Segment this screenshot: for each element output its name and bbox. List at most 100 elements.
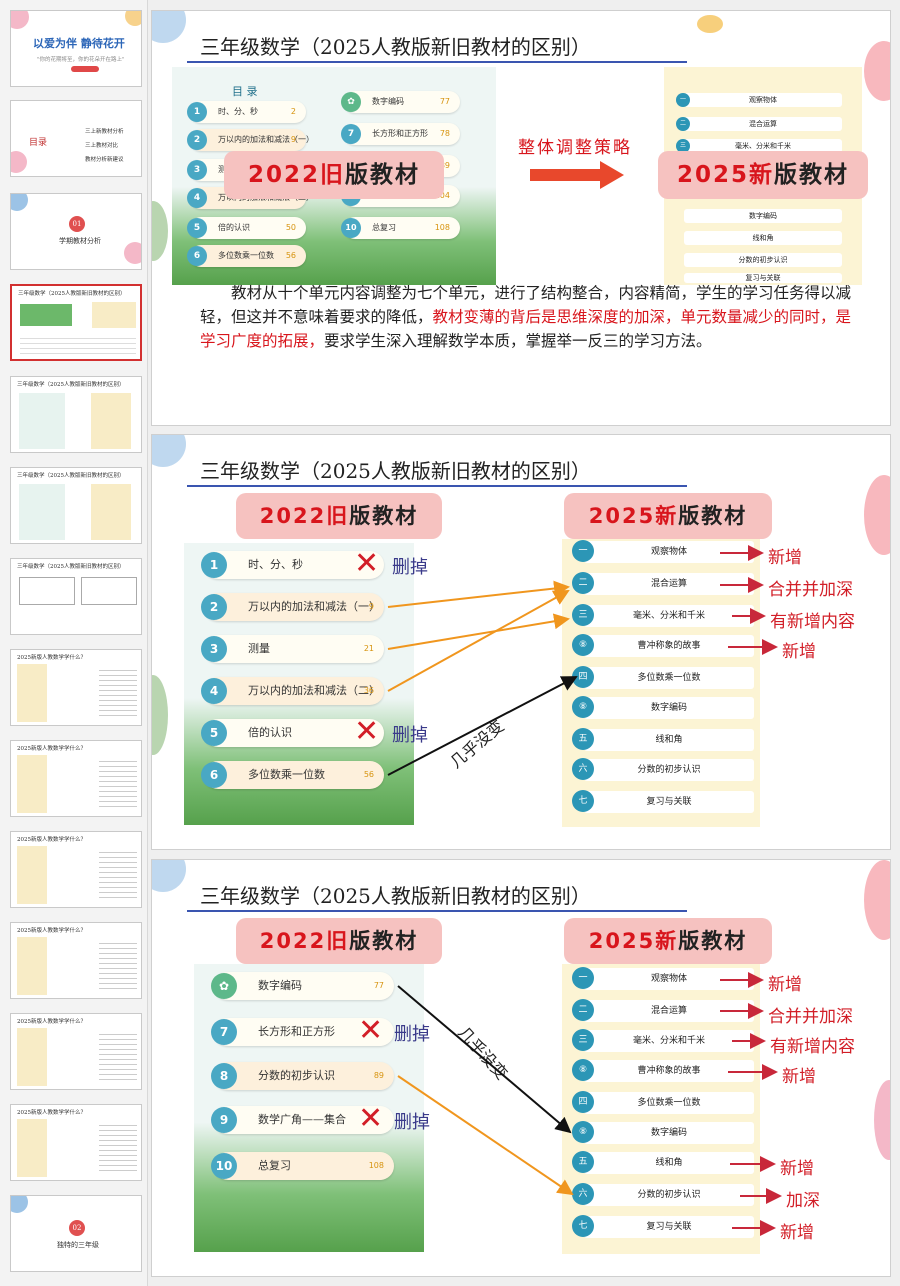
thumb-badge: 02 bbox=[69, 1220, 85, 1236]
thumbnail-5[interactable]: 三年级数学（2025人教版新旧教材的区别） bbox=[10, 376, 142, 453]
delete-label: 删掉 bbox=[394, 1024, 430, 1045]
thumb-title: 2025新版人教数学学什么？ bbox=[17, 928, 86, 934]
thumbnail-13[interactable]: 2025新版人教数学学什么？ bbox=[10, 1104, 142, 1181]
toc-heading: 目 录 bbox=[232, 85, 258, 98]
slide-title: 三年级数学（2025人教版新旧教材的区别） bbox=[200, 35, 591, 59]
thumb-badge-shape bbox=[71, 66, 99, 72]
thumbnail-10[interactable]: 2025新版人教数学学什么？ bbox=[10, 831, 142, 908]
thumb-text-lines bbox=[99, 939, 137, 991]
thumb-item: 三上教材对比 bbox=[85, 143, 119, 149]
new-item: 六分数的初步认识 bbox=[572, 758, 754, 781]
thumbnail-9[interactable]: 2025新版人教数学学什么？ bbox=[10, 740, 142, 817]
annotation-content-added: 有新增内容 bbox=[770, 1037, 855, 1057]
thumb-title: 2025新版人教数学学什么？ bbox=[17, 1019, 86, 1025]
thumb-subtitle: "你的花期将至，你的花朵开在路上" bbox=[37, 57, 125, 63]
mapping-arrows bbox=[387, 545, 778, 776]
thumb-title: 2025新版人教数学学什么？ bbox=[17, 1110, 86, 1116]
thumb-title: 三年级数学（2025人教版新旧教材的区别） bbox=[17, 564, 125, 570]
strategy-label: 整体调整策略 bbox=[518, 138, 632, 158]
annotation-merged: 合并并加深 bbox=[768, 1007, 853, 1027]
thumb-text-lines bbox=[99, 848, 137, 900]
thumbnail-1[interactable]: 以爱为伴 静待花开 "你的花期将至，你的花朵开在路上" bbox=[10, 10, 142, 87]
thumb-item: 教材分析新建议 bbox=[85, 157, 124, 163]
title-underline bbox=[187, 910, 687, 912]
thumb-title: 以爱为伴 静待花开 bbox=[33, 37, 125, 50]
title-underline bbox=[187, 61, 687, 63]
slide-3: 三年级数学（2025人教版新旧教材的区别） 2022旧版教材 2025新版教材 … bbox=[151, 859, 891, 1277]
thumb-title: 三年级数学（2025人教版新旧教材的区别） bbox=[17, 382, 125, 388]
strategy-arrow bbox=[530, 161, 624, 189]
thumb-graphic bbox=[91, 484, 131, 540]
thumb-item: 三上新教材分析 bbox=[85, 129, 124, 135]
title-underline bbox=[187, 485, 687, 487]
slide-2: 三年级数学（2025人教版新旧教材的区别） 2022旧版教材 2025新版教材 … bbox=[151, 434, 891, 850]
new-toc-item: 分数的初步认识 bbox=[684, 253, 842, 267]
new-item: 一观察物体 bbox=[572, 540, 754, 563]
thumb-text-lines bbox=[20, 334, 136, 354]
new-toc-item: 三毫米、分米和千米 bbox=[676, 139, 842, 153]
thumbnail-12[interactable]: 2025新版人教数学学什么？ bbox=[10, 1013, 142, 1090]
thumbnail-14[interactable]: 02 独特的三年级 bbox=[10, 1195, 142, 1272]
old-textbook-banner: 2022旧版教材 bbox=[224, 151, 444, 199]
new-item: 三毫米、分米和千米 bbox=[572, 604, 754, 627]
thumbnail-8[interactable]: 2025新版人教数学学什么？ bbox=[10, 649, 142, 726]
annotation-new: 新增 bbox=[768, 975, 802, 995]
new-item: 五线和角 bbox=[572, 1151, 754, 1174]
new-item: 一观察物体 bbox=[572, 967, 754, 990]
thumbnail-4-selected[interactable]: 三年级数学（2025人教版新旧教材的区别） bbox=[10, 284, 142, 361]
thumb-title: 2025新版人教数学学什么？ bbox=[17, 837, 86, 843]
thumb-title: 三年级数学（2025人教版新旧教材的区别） bbox=[18, 291, 126, 297]
annotation-new: 新增 bbox=[780, 1223, 814, 1243]
new-textbook-banner: 2025新版教材 bbox=[564, 493, 772, 539]
new-textbook-banner: 2025新版教材 bbox=[564, 918, 772, 964]
new-item: 四多位数乘一位数 bbox=[572, 1091, 754, 1114]
annotation-new: 新增 bbox=[782, 1067, 816, 1087]
delete-x-icon: ✕ bbox=[354, 546, 380, 581]
thumbnail-11[interactable]: 2025新版人教数学学什么？ bbox=[10, 922, 142, 999]
thumb-graphic bbox=[92, 302, 136, 328]
thumbnail-7[interactable]: 三年级数学（2025人教版新旧教材的区别） bbox=[10, 558, 142, 635]
thumb-text-lines bbox=[99, 666, 137, 718]
new-item: 二混合运算 bbox=[572, 999, 754, 1022]
annotation-new: 新增 bbox=[782, 642, 816, 662]
thumb-text-lines bbox=[99, 1121, 137, 1173]
thumb-graphic bbox=[17, 846, 47, 904]
slide-thumbnail-sidebar: 以爱为伴 静待花开 "你的花期将至，你的花朵开在路上" 目录 三上新教材分析 三… bbox=[0, 0, 148, 1286]
slide-title: 三年级数学（2025人教版新旧教材的区别） bbox=[200, 459, 591, 483]
annotation-content-added: 有新增内容 bbox=[770, 612, 855, 632]
thumb-graphic bbox=[19, 484, 65, 540]
thumb-graphic bbox=[81, 577, 137, 605]
thumb-graphic bbox=[20, 304, 72, 326]
delete-x-icon: ✕ bbox=[354, 714, 380, 749]
thumbnail-6[interactable]: 三年级数学（2025人教版新旧教材的区别） bbox=[10, 467, 142, 544]
delete-label: 删掉 bbox=[392, 725, 428, 746]
thumb-graphic bbox=[17, 755, 47, 813]
new-item: 六分数的初步认识 bbox=[572, 1183, 754, 1206]
thumb-graphic bbox=[19, 393, 65, 449]
thumb-graphic bbox=[19, 577, 75, 605]
thumbnail-2[interactable]: 目录 三上新教材分析 三上教材对比 教材分析新建议 bbox=[10, 100, 142, 177]
thumbnail-3[interactable]: 01 学期教材分析 bbox=[10, 193, 142, 270]
delete-label: 删掉 bbox=[392, 557, 428, 578]
new-item: 五线和角 bbox=[572, 728, 754, 751]
thumb-title: 2025新版人教数学学什么？ bbox=[17, 655, 86, 661]
annotation-new: 新增 bbox=[768, 548, 802, 568]
thumb-title: 目录 bbox=[29, 138, 48, 148]
thumb-title: 独特的三年级 bbox=[57, 1241, 99, 1249]
new-textbook-banner: 2025新版教材 bbox=[658, 151, 868, 199]
